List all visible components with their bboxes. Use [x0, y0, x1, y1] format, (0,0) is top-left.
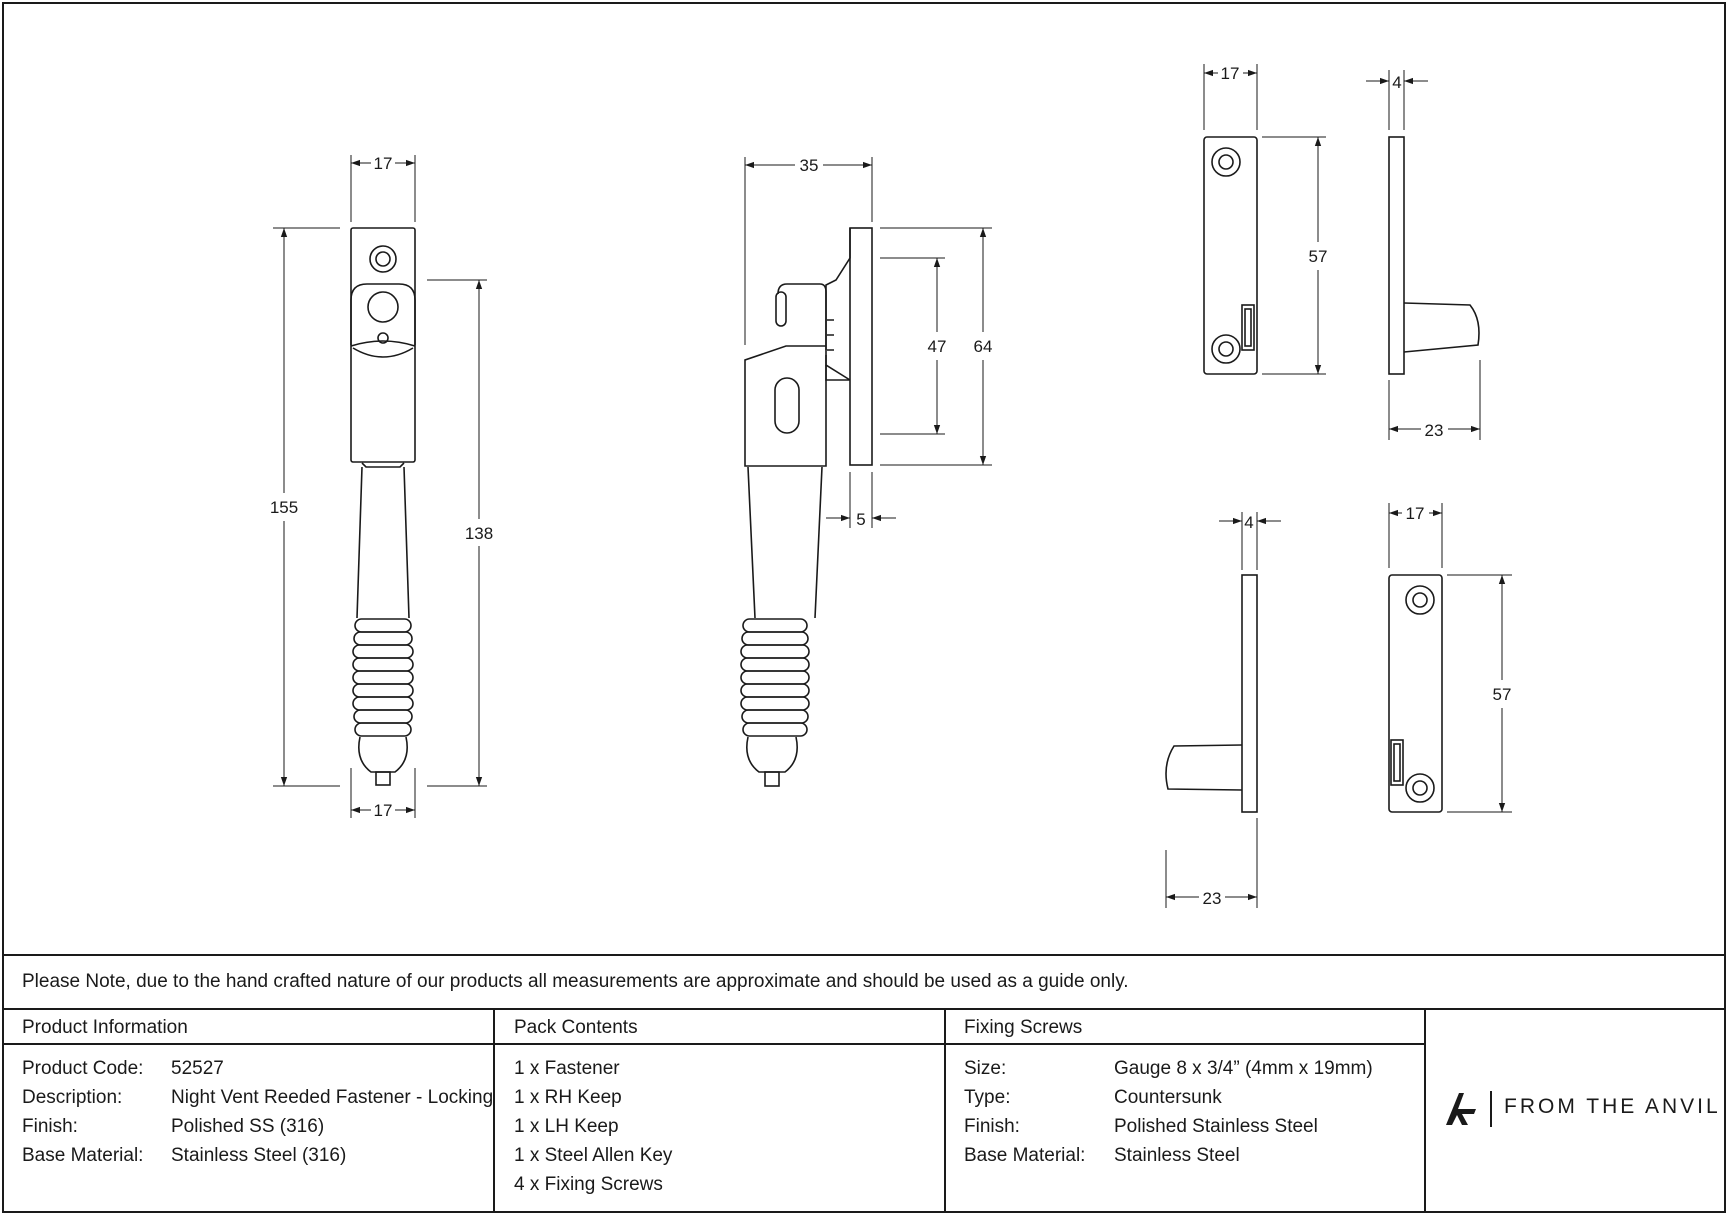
anvil-logo-icon — [1446, 1093, 1476, 1125]
finish-value: Polished SS (316) — [171, 1116, 325, 1137]
dim-rh-keep-projection: 23 — [1425, 421, 1444, 440]
fastener-side-view — [740, 227, 873, 787]
screw-size-label: Size: — [964, 1058, 1007, 1079]
dim-rh-keep-thickness: 4 — [1392, 73, 1401, 92]
description-label: Description: — [22, 1087, 123, 1108]
dim-front-overall-length: 155 — [270, 498, 298, 517]
dim-lh-keep-width: 17 — [1406, 504, 1425, 523]
dimension-lines — [273, 64, 1512, 908]
dim-rh-keep-width: 17 — [1221, 64, 1240, 83]
product-info-heading: Product Information — [22, 1017, 188, 1038]
product-code-label: Product Code: — [22, 1058, 144, 1079]
base-material-value: Stainless Steel (316) — [171, 1145, 347, 1166]
brand-name: FROM THE ANVIL — [1504, 1095, 1721, 1118]
dim-side-plate-height: 64 — [974, 337, 993, 356]
pack-item: 1 x Fastener — [514, 1058, 620, 1079]
rh-keep-side — [1388, 136, 1480, 375]
description-value: Night Vent Reeded Fastener - Locking — [171, 1087, 494, 1108]
dim-side-slot-height: 47 — [928, 337, 947, 356]
reeded-grip-side — [740, 618, 810, 737]
pack-item: 1 x Steel Allen Key — [514, 1145, 673, 1166]
fixing-screws-heading: Fixing Screws — [964, 1017, 1083, 1038]
column-divider-3 — [1424, 1008, 1426, 1213]
screw-finish-value: Polished Stainless Steel — [1114, 1116, 1318, 1137]
screw-type-label: Type: — [964, 1087, 1011, 1108]
pack-item: 4 x Fixing Screws — [514, 1174, 663, 1195]
pack-contents-heading: Pack Contents — [514, 1017, 638, 1038]
dim-side-depth: 35 — [800, 156, 819, 175]
dim-front-body-length: 138 — [465, 524, 493, 543]
rh-keep-front — [1203, 136, 1258, 375]
dim-lh-keep-projection: 23 — [1203, 889, 1222, 908]
disclaimer-note: Please Note, due to the hand crafted nat… — [22, 971, 1129, 992]
pack-item: 1 x RH Keep — [514, 1087, 622, 1108]
dim-lh-keep-thickness: 4 — [1244, 513, 1253, 532]
table-top-rule — [2, 1008, 1726, 1010]
screw-base-material-label: Base Material: — [964, 1145, 1086, 1166]
dim-side-plate-thickness: 5 — [856, 510, 865, 529]
dim-front-top-width: 17 — [374, 154, 393, 173]
lh-keep-front — [1388, 574, 1443, 813]
product-code-value: 52527 — [171, 1058, 224, 1079]
logo-separator — [1490, 1091, 1492, 1127]
screw-size-value: Gauge 8 x 3/4” (4mm x 19mm) — [1114, 1058, 1373, 1079]
dim-rh-keep-height: 57 — [1309, 247, 1328, 266]
column-divider-1 — [493, 1008, 495, 1213]
column-divider-2 — [944, 1008, 946, 1213]
finish-label: Finish: — [22, 1116, 78, 1137]
note-top-rule — [2, 954, 1726, 956]
lh-keep-side — [1165, 574, 1258, 813]
pack-item: 1 x LH Keep — [514, 1116, 619, 1137]
screw-type-value: Countersunk — [1114, 1087, 1222, 1108]
fastener-front-view — [350, 227, 416, 786]
screw-base-material-value: Stainless Steel — [1114, 1145, 1240, 1166]
header-bottom-rule — [2, 1043, 1426, 1045]
dim-lh-keep-height: 57 — [1493, 685, 1512, 704]
reeded-grip — [352, 618, 414, 737]
base-material-label: Base Material: — [22, 1145, 144, 1166]
screw-finish-label: Finish: — [964, 1116, 1020, 1137]
technical-drawing: 17 155 138 17 35 64 47 5 17 57 4 23 4 23… — [270, 64, 1512, 908]
dim-front-bottom-width: 17 — [374, 801, 393, 820]
